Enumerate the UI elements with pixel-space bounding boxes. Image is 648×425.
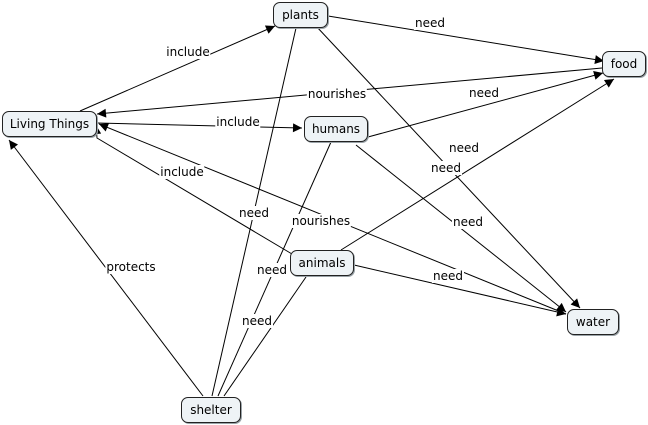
connector-line (79, 25, 276, 112)
connector-line (367, 71, 604, 138)
connector-line (327, 15, 605, 64)
node-water[interactable]: water (567, 309, 619, 335)
connector-line (353, 264, 567, 317)
node-animals[interactable]: animals (290, 250, 354, 276)
link-label-water-living: nourishes (290, 214, 352, 228)
node-shelter[interactable]: shelter (181, 397, 241, 423)
link-label-plants-water: need (430, 161, 462, 175)
link-label-living-humans: include (215, 115, 261, 129)
connector-line (223, 276, 307, 397)
link-label-humans-food: need (468, 86, 500, 100)
connector-line (340, 78, 615, 251)
link-label-shelter-living: protects (105, 260, 157, 274)
node-humans[interactable]: humans (304, 116, 368, 142)
node-living-things[interactable]: Living Things (2, 111, 97, 137)
connector-line (92, 124, 293, 255)
link-label-humans-water: need (452, 215, 484, 229)
link-label-animals-food: need (448, 141, 480, 155)
link-label-living-plants: include (165, 45, 211, 59)
link-label-plants-food: need (414, 16, 446, 30)
link-label-shelter-animals: need (241, 314, 273, 328)
node-food[interactable]: food (602, 51, 646, 77)
node-plants[interactable]: plants (273, 2, 328, 28)
link-label-shelter-humans: need (256, 263, 288, 277)
link-label-animals-living: include (159, 165, 205, 179)
connector-line (96, 122, 303, 133)
link-label-shelter-plants: need (238, 206, 270, 220)
link-label-animals-water: need (432, 269, 464, 283)
link-label-food-living: nourishes (306, 87, 368, 101)
